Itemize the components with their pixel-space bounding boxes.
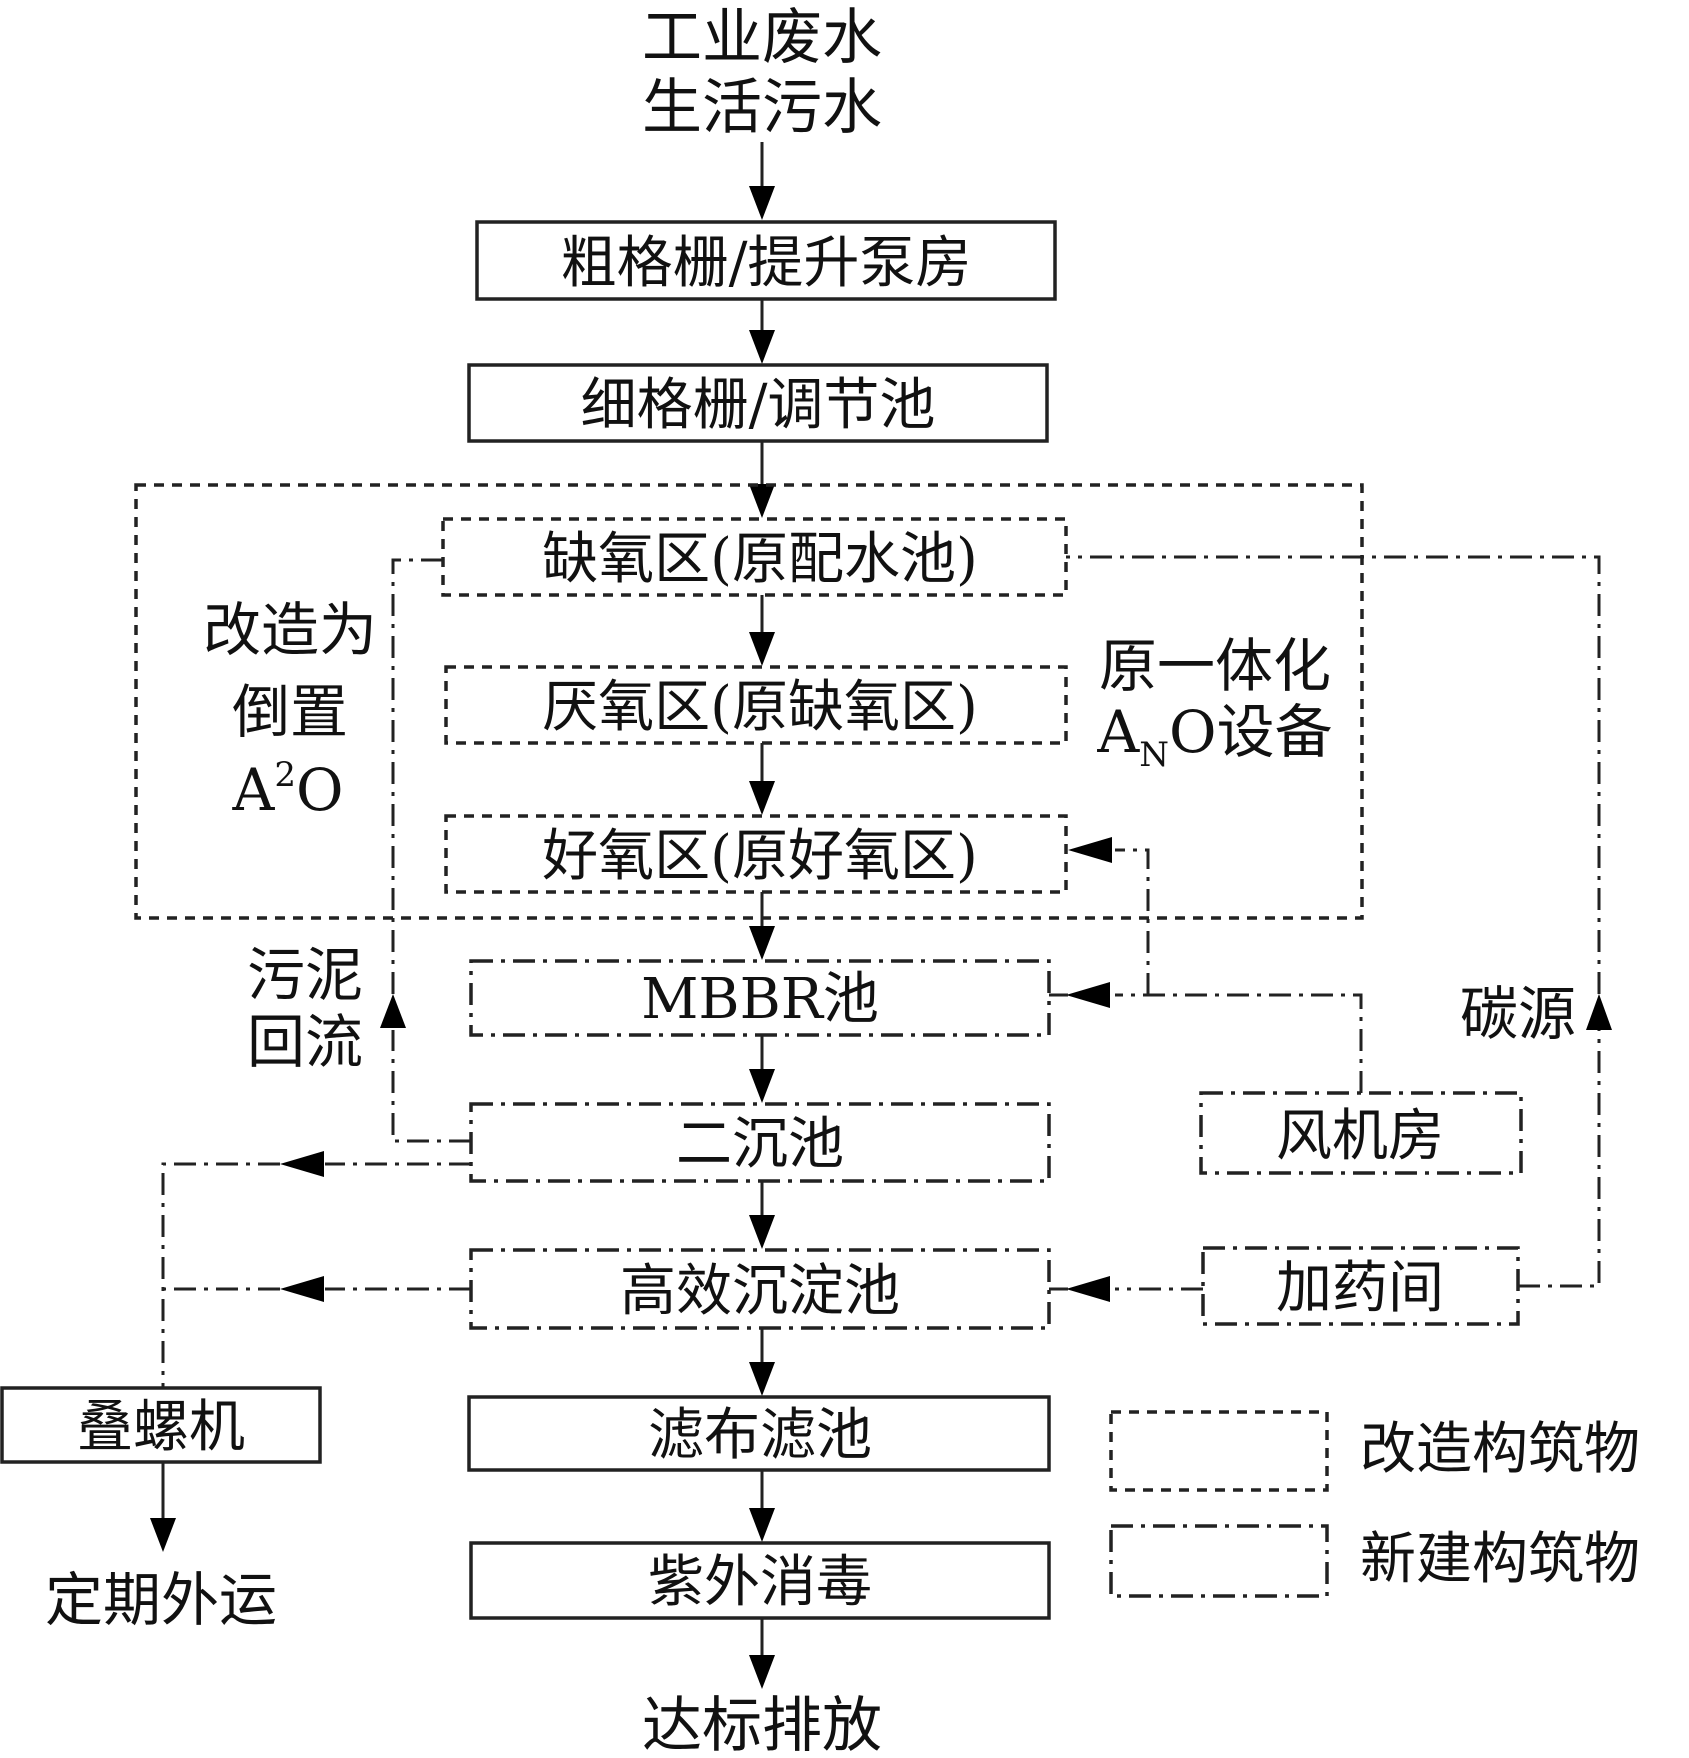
carbon-source-label: 碳源 (1460, 980, 1576, 1048)
o-device-chars: O设备 (1169, 698, 1333, 766)
a-char: A (1096, 698, 1140, 766)
unit-label: MBBR池 (641, 967, 879, 1032)
dosing-lines: 碳源 (1049, 555, 1612, 1302)
original-device-label-line1: 原一体化 (1099, 632, 1331, 700)
unit-box (444, 665, 1068, 745)
unit-label: 叠螺机 (77, 1395, 245, 1460)
original-ano-device-boundary (134, 483, 1364, 920)
arrow-down-icon (749, 1508, 775, 1542)
unit-cloth-filter: 滤布滤池 (467, 1395, 1051, 1472)
unit-aerobic-zone: 好氧区(原好氧区) (444, 814, 1068, 894)
unit-high-efficiency-sedimentation: 高效沉淀池 (469, 1248, 1051, 1330)
arrow-left-icon (1066, 982, 1110, 1008)
sludge-discharge-lines (161, 1151, 471, 1388)
arrow-down-icon (749, 330, 775, 364)
retrofit-label-line3: A2O (231, 755, 343, 824)
arrow-down-icon (749, 1215, 775, 1249)
retrofit-label: 改造为 倒置 A2O (203, 596, 377, 824)
legend-swatch-dashed (1109, 1410, 1329, 1492)
flow-line (1115, 848, 1150, 995)
arrow-down-icon (749, 632, 775, 666)
arrow-left-icon (1068, 837, 1112, 863)
legend-swatch-dash-dot (1109, 1524, 1329, 1598)
legend-label: 改造构筑物 (1360, 1417, 1640, 1482)
arrow-down-icon (749, 1362, 775, 1396)
unit-box (469, 959, 1051, 1037)
unit-anoxic-zone: 缺氧区(原配水池) (441, 517, 1068, 597)
legend-item-modified: 改造构筑物 (1109, 1410, 1640, 1492)
unit-box (467, 1395, 1051, 1472)
unit-fine-screen: 细格栅/调节池 (467, 363, 1049, 443)
unit-label: 紫外消毒 (648, 1550, 872, 1615)
unit-coarse-screen: 粗格栅/提升泵房 (475, 220, 1057, 301)
output-label: 达标排放 (642, 1691, 882, 1758)
arrow-down-icon (749, 1069, 775, 1103)
arrow-down-icon (749, 1655, 775, 1689)
subscript-n: N (1139, 735, 1169, 775)
arrow-left-icon (280, 1276, 324, 1302)
unit-label: 滤布滤池 (648, 1403, 872, 1468)
unit-mbbr: MBBR池 (469, 959, 1051, 1037)
unit-box (441, 517, 1068, 597)
flow-line (1115, 993, 1363, 1093)
unit-box (475, 220, 1057, 301)
unit-label: 好氧区(原好氧区) (542, 824, 978, 889)
flow-line (1066, 555, 1601, 994)
flow-line (1518, 1030, 1601, 1288)
unit-box (469, 1541, 1051, 1620)
legend-label: 新建构筑物 (1360, 1527, 1640, 1592)
unit-label: 缺氧区(原配水池) (542, 527, 978, 592)
unit-box (444, 814, 1068, 894)
unit-label: 细格栅/调节池 (581, 373, 936, 438)
unit-label: 加药间 (1276, 1256, 1444, 1321)
arrow-down-icon (749, 484, 775, 518)
arrow-up-icon (1586, 994, 1612, 1030)
sludge-return-line: 污泥 回流 (247, 558, 471, 1143)
unit-secondary-clarifier: 二沉池 (469, 1102, 1051, 1183)
input-label-industrial: 工业废水 (642, 3, 882, 73)
o-char: O (296, 756, 344, 824)
unit-label: 二沉池 (676, 1112, 844, 1177)
original-device-label-line2: ANO设备 (1096, 698, 1332, 775)
retrofit-label-line1: 改造为 (203, 596, 377, 664)
arrow-down-icon (749, 781, 775, 815)
unit-label: 厌氧区(原缺氧区) (542, 675, 978, 740)
legend-item-new: 新建构筑物 (1109, 1524, 1640, 1598)
arrow-left-icon (1066, 1276, 1110, 1302)
main-flow-arrows (749, 142, 775, 1689)
flow-line (391, 558, 443, 994)
unit-anaerobic-zone: 厌氧区(原缺氧区) (444, 665, 1068, 745)
retrofit-label-line2: 倒置 (232, 678, 348, 746)
sludge-return-label-line1: 污泥 (247, 941, 363, 1009)
sludge-return-label-line2: 回流 (247, 1008, 363, 1076)
unit-blower-room: 风机房 (1199, 1091, 1523, 1175)
arrow-down-icon (749, 926, 775, 960)
unit-dosing-room: 加药间 (1201, 1246, 1520, 1326)
original-device-label: 原一体化 ANO设备 (1096, 632, 1332, 775)
unit-screw-press: 叠螺机 定期外运 (0, 1386, 322, 1634)
legend: 改造构筑物 新建构筑物 (1109, 1410, 1640, 1598)
arrow-up-icon (380, 994, 406, 1028)
unit-label: 粗格栅/提升泵房 (561, 231, 972, 296)
unit-box (0, 1386, 322, 1464)
superscript-2: 2 (274, 755, 296, 795)
unit-uv-disinfection: 紫外消毒 (469, 1541, 1051, 1620)
unit-box (467, 363, 1049, 443)
sludge-disposal-label: 定期外运 (45, 1566, 277, 1634)
flow-line (391, 1030, 471, 1143)
unit-label: 风机房 (1276, 1104, 1444, 1169)
air-supply-lines (1049, 837, 1363, 1093)
arrow-down-icon (749, 186, 775, 220)
arrow-down-icon (150, 1518, 176, 1552)
unit-label: 高效沉淀池 (620, 1259, 900, 1324)
input-label-domestic: 生活污水 (642, 73, 882, 143)
a-char: A (231, 756, 275, 824)
flow-line (161, 1162, 280, 1388)
arrow-left-icon (280, 1151, 324, 1177)
